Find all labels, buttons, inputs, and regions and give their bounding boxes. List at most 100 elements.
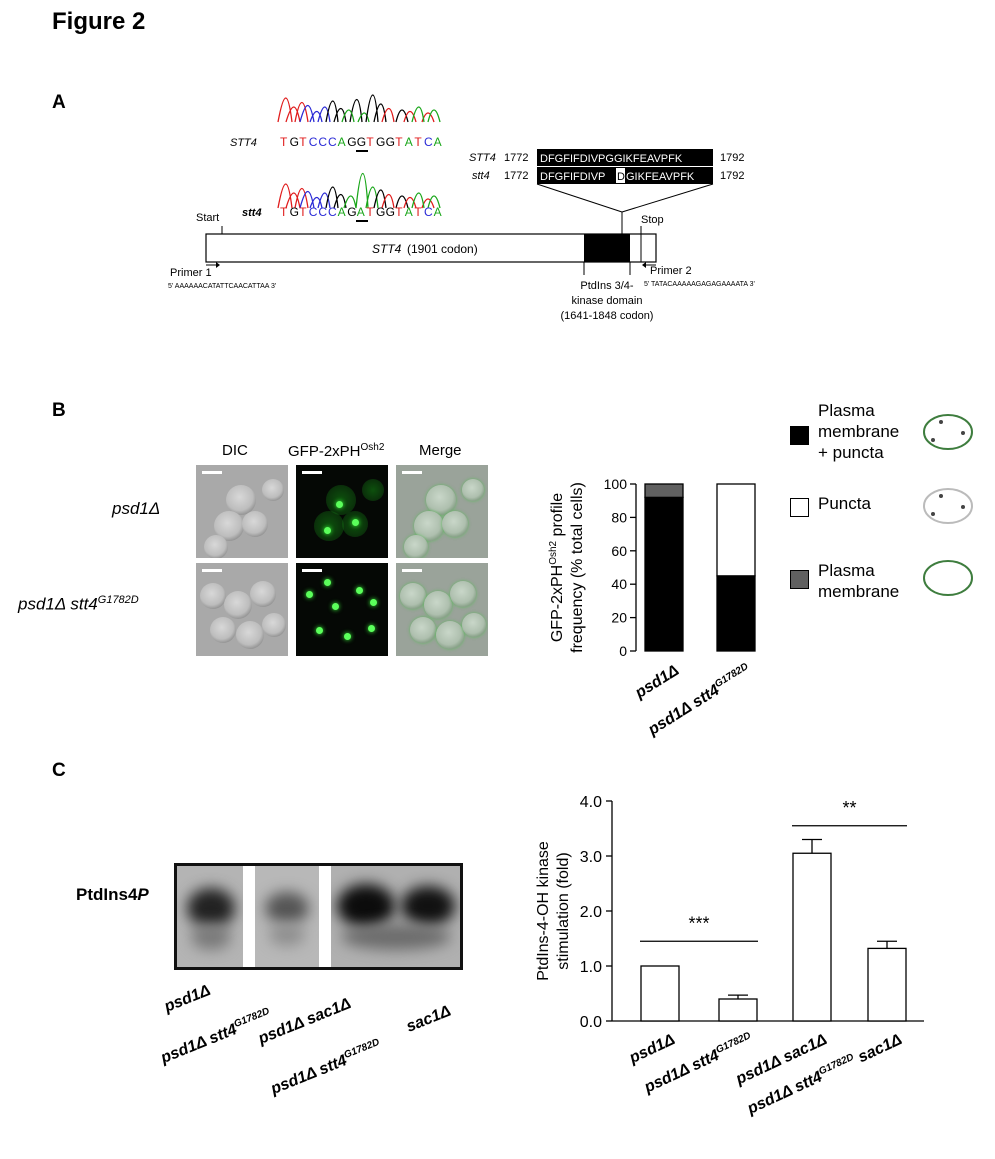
y-tick-label: 40 — [611, 576, 627, 592]
base-letter: A — [338, 205, 346, 219]
cell-icon-plasma — [923, 560, 973, 596]
bar — [640, 965, 680, 1022]
base-letter: T — [299, 135, 307, 149]
gene-codons: (1901 codon) — [407, 242, 478, 256]
significance-label: *** — [688, 913, 709, 933]
base-letter: C — [318, 135, 327, 149]
domain-label-2: kinase domain — [572, 295, 643, 307]
start-label: Start — [196, 212, 219, 224]
bar-segment — [644, 496, 684, 652]
aa-seq-mut-left: DFGFIFDIVP — [540, 171, 605, 183]
base-letter: G — [376, 135, 385, 149]
base-letter: C — [328, 135, 337, 149]
aa-label-wt: STT4 — [469, 152, 496, 164]
blot-lane-label-2: psd1Δ stt4G1782D — [158, 1005, 272, 1067]
base-letter: C — [318, 205, 327, 219]
legend-label-puncta: Puncta — [818, 494, 871, 513]
seq-label-mut: stt4 — [242, 207, 262, 219]
blot-lane-label-5: sac1Δ — [404, 1002, 454, 1036]
y-tick-label: 20 — [611, 610, 627, 626]
y-tick-label: 1.0 — [580, 959, 602, 976]
scale-bar — [302, 569, 322, 572]
blot-lane-label-1: psd1Δ — [162, 981, 213, 1016]
y-tick-label: 3.0 — [580, 849, 602, 866]
col-header-merge: Merge — [419, 442, 462, 459]
base-letter: T — [280, 135, 288, 149]
base-letter: C — [309, 135, 318, 149]
micrograph-dic-row2 — [196, 563, 288, 656]
base-letter: T — [414, 135, 422, 149]
tlc-blot — [174, 863, 463, 970]
bar — [718, 998, 758, 1022]
legend-b: Plasma membrane + puncta Puncta Plasma m… — [788, 398, 988, 608]
base-letter: T — [366, 205, 374, 219]
aa-end-wt: 1792 — [720, 152, 744, 164]
col-header-dic: DIC — [222, 442, 248, 459]
blot-lane-3-4 — [331, 866, 460, 967]
scale-bar — [302, 471, 322, 474]
base-letter: T — [366, 135, 374, 149]
primer1-seq: 5' AAAAAACATATTCAACATTAA 3' — [168, 283, 276, 290]
bar-segment — [716, 575, 756, 652]
base-letter: C — [424, 135, 433, 149]
base-letter: C — [424, 205, 433, 219]
micrograph-merge-row2 — [396, 563, 488, 656]
primer2-label: Primer 2 — [650, 265, 692, 277]
base-letter: G — [357, 135, 366, 149]
chromatogram-wt — [277, 94, 441, 123]
y-axis-label: GFP-2xPHOsh2 profile — [548, 493, 566, 642]
primer1-label: Primer 1 — [170, 267, 212, 279]
gene-bar — [205, 233, 657, 263]
stop-label: Stop — [641, 214, 664, 226]
base-letter: A — [405, 205, 413, 219]
kinase-domain-block — [584, 234, 630, 262]
y-tick-label: 2.0 — [580, 904, 602, 921]
base-letter: A — [405, 135, 413, 149]
y-axis-label-2: stimulation (fold) — [555, 852, 572, 969]
gene-name: STT4 — [372, 242, 402, 256]
domain-label-3: (1641-1848 codon) — [561, 310, 654, 322]
micrograph-gfp-row1 — [296, 465, 388, 558]
aa-end-mut: 1792 — [720, 170, 744, 182]
base-letter: G — [347, 135, 356, 149]
base-letter: A — [434, 205, 442, 219]
aa-seq-mut-substitution: D — [617, 171, 625, 183]
base-letter: G — [290, 135, 299, 149]
aa-seq-wt: DFGFIFDIVPGGIKFEAVPFK — [540, 153, 683, 165]
base-letter: G — [386, 205, 395, 219]
y-tick-label: 0.0 — [580, 1014, 602, 1031]
scale-bar — [402, 471, 422, 474]
y-tick-label: 100 — [604, 476, 628, 492]
x-tick-label: psd1Δ — [626, 1031, 678, 1067]
legend-swatch-plasma — [790, 570, 809, 589]
col-header-gfp: GFP-2xPHOsh2 — [288, 442, 385, 460]
x-tick-label: psd1Δ — [631, 662, 682, 703]
base-letter: A — [434, 135, 442, 149]
legend-label-plasma: Plasma membrane — [818, 561, 900, 601]
scale-bar — [402, 569, 422, 572]
y-tick-label: 4.0 — [580, 794, 602, 811]
figure-title: Figure 2 — [52, 8, 146, 35]
base-letter: T — [395, 205, 403, 219]
significance-label: ** — [842, 798, 856, 818]
scale-bar — [202, 569, 222, 572]
blot-lane-1 — [177, 866, 243, 967]
aa-start-mut: 1772 — [504, 170, 528, 182]
panel-label-c: C — [52, 760, 66, 781]
base-letter: A — [338, 135, 346, 149]
legend-swatch-puncta — [790, 498, 809, 517]
blot-lane-2 — [255, 866, 319, 967]
base-letter: G — [347, 205, 356, 219]
panel-label-b: B — [52, 400, 66, 421]
blot-lane-label-4: psd1Δ stt4G1782D — [268, 1036, 382, 1098]
micrograph-gfp-row2 — [296, 563, 388, 656]
legend-label-plasma-puncta: Plasma membrane + puncta — [818, 401, 900, 462]
panel-label-a: A — [52, 92, 66, 113]
aa-label-mut: stt4 — [472, 170, 490, 182]
scale-bar — [202, 471, 222, 474]
